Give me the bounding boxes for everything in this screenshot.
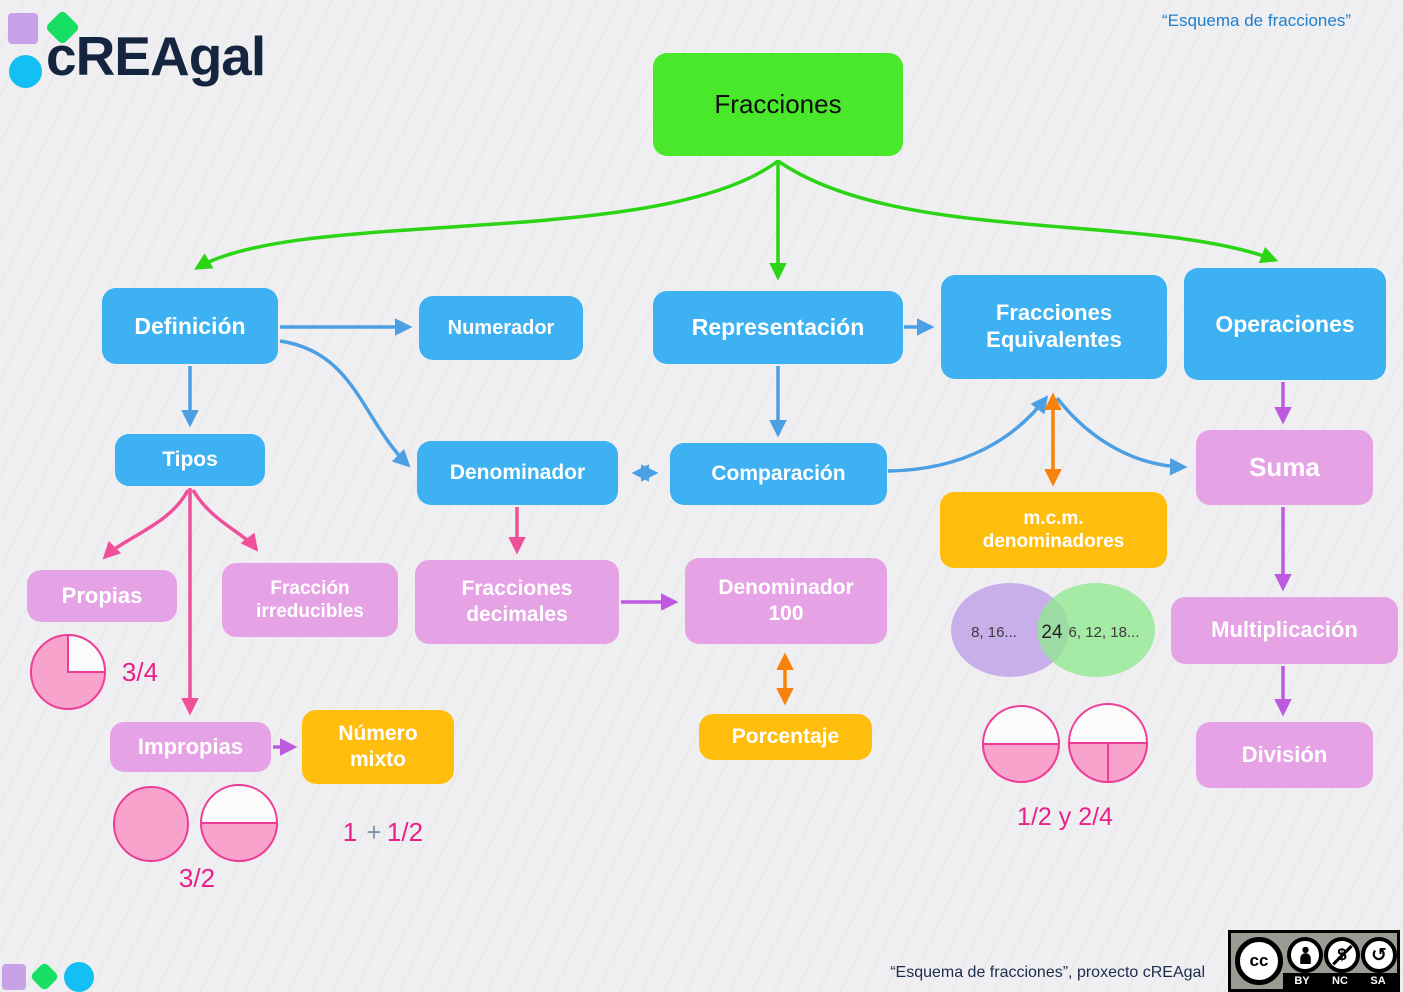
cc-icon: cc [1235, 937, 1283, 985]
node-numero-mixto: Número mixto [302, 710, 454, 784]
label-three-quarters: 3/4 [122, 657, 158, 687]
arrow-tipos-irreducibles [191, 489, 259, 552]
venn-left-label: 8, 16... [971, 624, 1017, 641]
node-denominador-100: Denominador 100 [685, 558, 887, 644]
arrow-fracciones-definicion [193, 159, 780, 270]
venn-diagram-mcm: 8, 16... 24 6, 12, 18... [951, 583, 1155, 677]
logo-text: cREAgal [46, 25, 266, 87]
node-porcentaje: Porcentaje [699, 714, 872, 760]
sa-label: SA [1370, 975, 1386, 987]
arrow-comparacion-equivalentes [887, 395, 1049, 473]
footer-caption: “Esquema de fracciones”, proxecto cREAga… [890, 964, 1205, 981]
node-impropias: Impropias [110, 722, 271, 772]
node-mcm-denominadores: m.c.m. denominadores [940, 492, 1167, 568]
venn-right-label: 6, 12, 18... [1069, 624, 1140, 641]
nc-label: NC [1332, 975, 1348, 987]
pie-chart-equivalents [981, 703, 1149, 783]
label-three-halves: 3/2 [179, 863, 215, 893]
cc-license-badge: cc $ ↺ BY NC SA [1228, 930, 1400, 992]
node-propias: Propias [27, 570, 177, 622]
pie-chart-three-quarters [30, 633, 107, 710]
node-multiplicacion: Multiplicación [1171, 597, 1398, 664]
arrow-definicion-denominador [279, 339, 411, 468]
venn-intersection-label: 24 [1041, 622, 1063, 643]
arrow-fracciones-operaciones [777, 159, 1279, 264]
logo-circle-icon [9, 55, 42, 88]
node-operaciones: Operaciones [1184, 268, 1386, 380]
node-definicion: Definición [102, 288, 278, 364]
by-label: BY [1294, 975, 1310, 987]
arrow-equivalentes-suma [1055, 396, 1188, 476]
page-title-quote: “Esquema de fracciones” [1162, 11, 1351, 30]
node-numerador: Numerador [419, 296, 583, 360]
arrow-tipos-propias [102, 489, 190, 560]
footer-circle-icon [64, 962, 94, 992]
cc-license-labels: BY NC SA [1283, 973, 1397, 989]
by-icon [1287, 937, 1323, 973]
node-fracciones-equivalentes: Fracciones Equivalentes [941, 275, 1167, 379]
node-fracciones-decimales: Fracciones decimales [415, 560, 619, 644]
node-fraccion-irreducibles: Fracción irreducibles [222, 563, 398, 637]
node-suma: Suma [1196, 430, 1373, 505]
svg-text:1/2: 1/2 [387, 817, 423, 847]
footer-square-icon [2, 964, 26, 990]
nc-icon: $ [1324, 937, 1360, 973]
sa-icon: ↺ [1361, 937, 1397, 973]
svg-text:1: 1 [343, 817, 357, 847]
logo-square-icon [8, 13, 38, 44]
node-fracciones: Fracciones [653, 53, 903, 156]
node-tipos: Tipos [115, 434, 265, 486]
label-equivalent-fractions: 1/2 y 2/4 [1017, 803, 1113, 831]
node-denominador: Denominador [417, 441, 618, 505]
label-mixed-number: 1 + 1/2 [343, 817, 423, 847]
node-division: División [1196, 722, 1373, 788]
node-representacion: Representación [653, 291, 903, 364]
svg-text:+: + [366, 817, 381, 847]
pie-chart-three-halves [113, 784, 279, 862]
node-comparacion: Comparación [670, 443, 887, 505]
